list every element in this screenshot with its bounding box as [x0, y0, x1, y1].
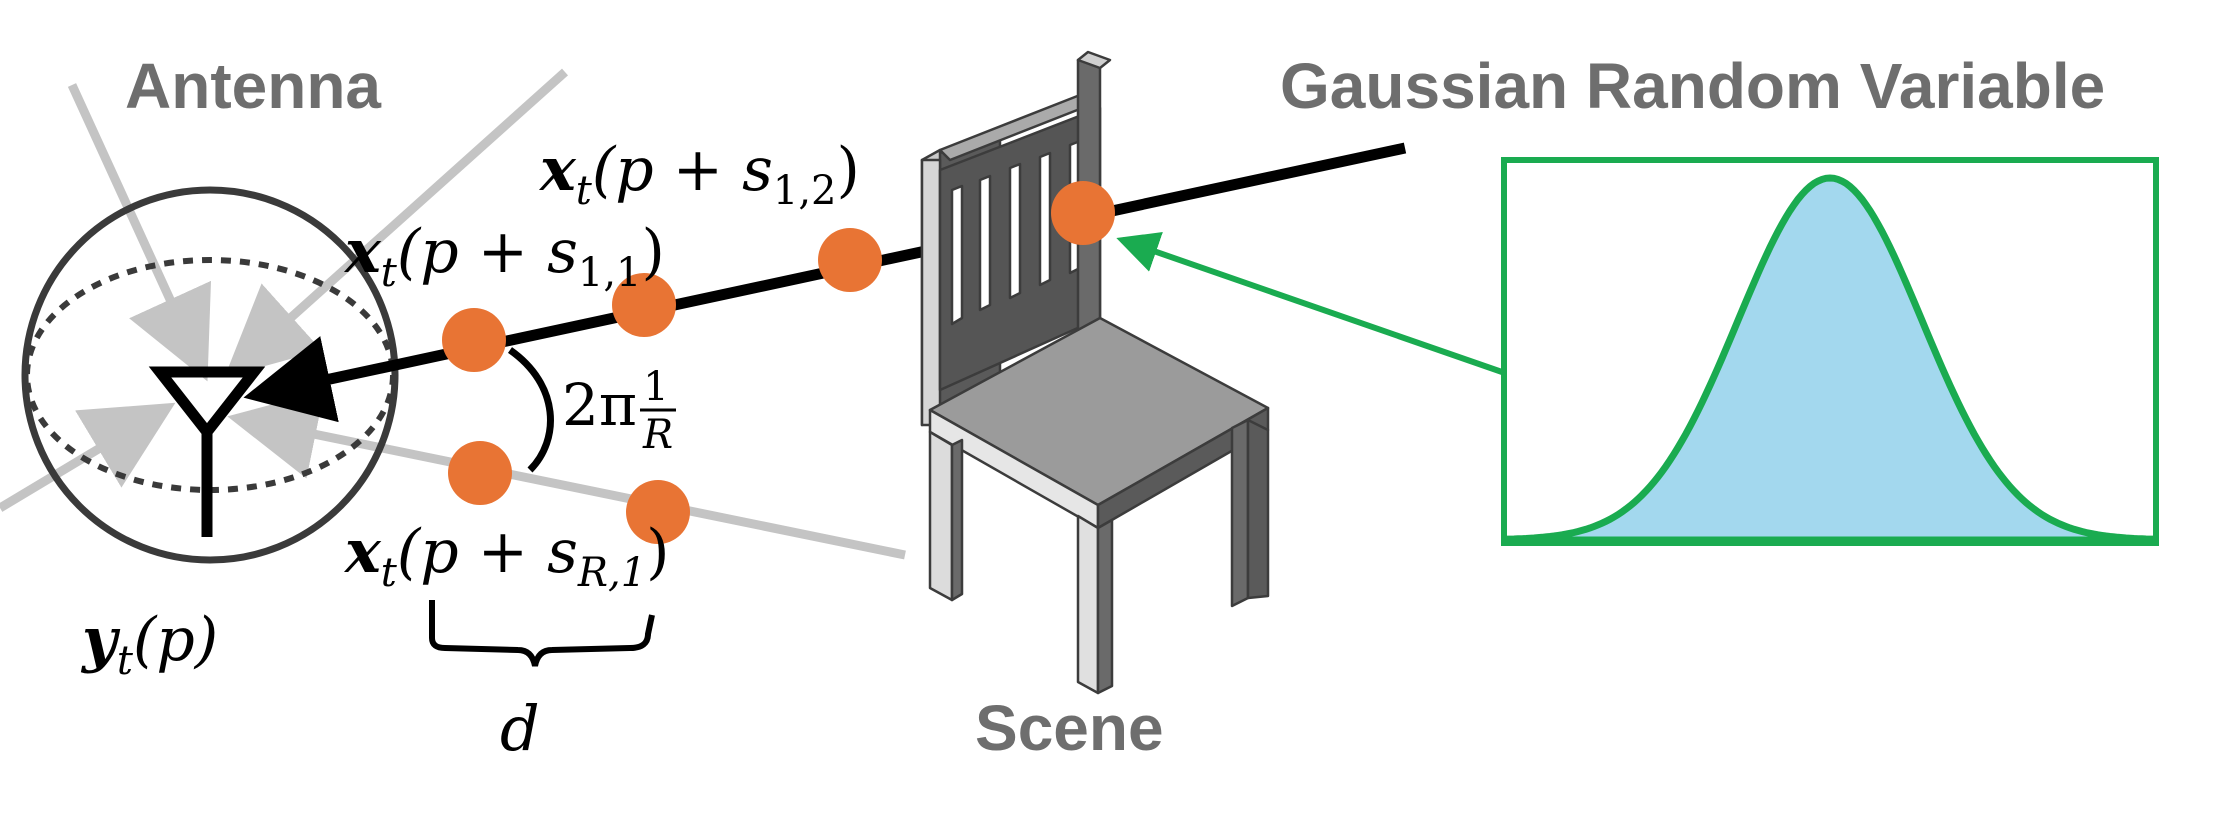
sample-points — [442, 181, 1115, 544]
spacing-brace — [429, 600, 655, 667]
gray-ray-top-left — [67, 83, 211, 382]
math-angle: 2π 1 R — [562, 364, 676, 458]
angle-denominator: R — [642, 412, 673, 458]
gray-ray-top-right — [224, 68, 569, 378]
math-y-p: yt(p) — [80, 605, 218, 684]
gaussian-pointer-arrow — [1116, 231, 1503, 375]
gaussian-panel — [1116, 157, 2159, 546]
math-spacing-d: d — [500, 692, 540, 765]
gray-ray-left — [0, 402, 176, 512]
gaussian-label: Gaussian Random Variable — [1280, 50, 2105, 122]
sample-point-s11 — [612, 273, 676, 337]
sample-point-s12 — [1051, 181, 1115, 245]
sample-point-s11-near — [442, 308, 506, 372]
angle-numerator: 1 — [643, 364, 668, 410]
gaussian-curve — [1506, 174, 2154, 544]
angle-arc — [507, 347, 554, 473]
antenna-icon — [148, 366, 266, 537]
sphere-outline — [21, 186, 399, 564]
sample-point-s12-near — [818, 228, 882, 292]
antenna-label: Antenna — [125, 50, 381, 122]
sample-point-sR1 — [626, 480, 690, 544]
angle-prefix: 2π — [562, 371, 637, 439]
math-x-s12: xt(p + s1,2) — [538, 135, 860, 214]
sample-point-sR1-near — [448, 441, 512, 505]
math-x-s11: xt(p + s1,1) — [343, 217, 665, 296]
chair-icon — [920, 50, 1270, 695]
math-x-sR1: xt(p + sR,1) — [343, 517, 670, 596]
scene-label: Scene — [975, 692, 1164, 764]
